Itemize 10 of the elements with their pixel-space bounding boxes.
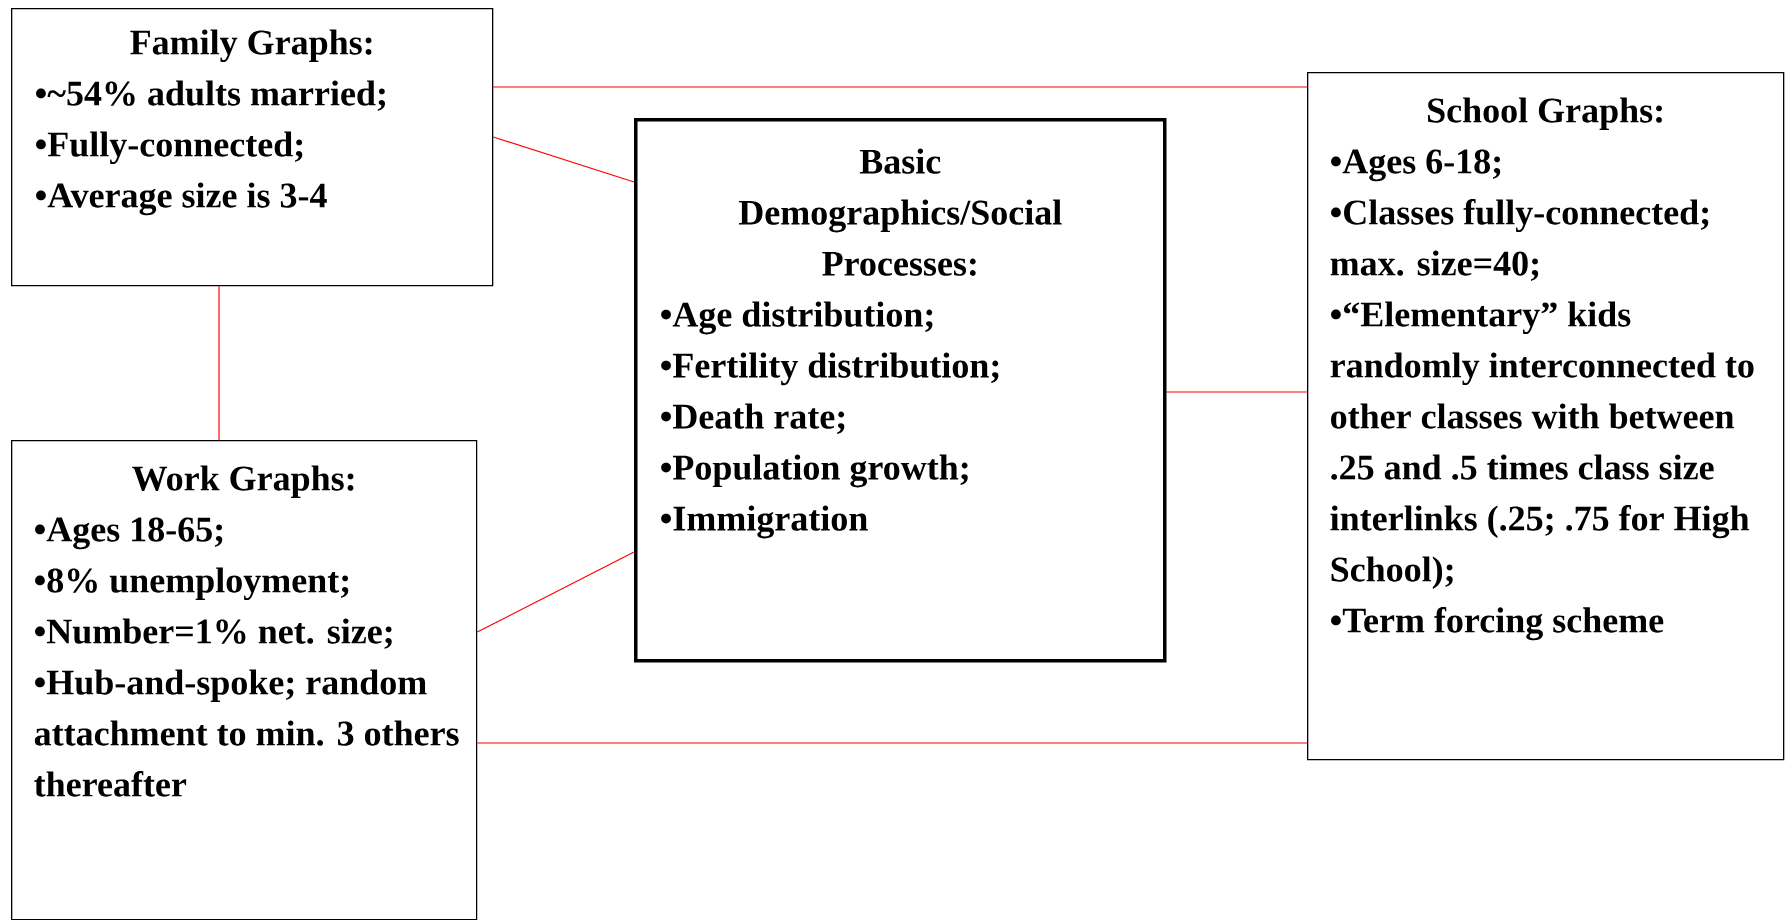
connector-line [476,551,635,633]
text-box: School Graphs: •Ages 6-18; •Classes fully-connected; max. size=40; •“Elementary” kids randomly interconnected to other classes with between .25 and .5 times class size interlinks (.25; .75 for High School); •Term forcing scheme [1307,72,1785,761]
text-box: Basic Demographics/Social Processes: •Age distribution; •Fertility distribution; •Death rate; •Population growth; •Immigration [634,118,1167,663]
connector-line [492,136,635,183]
connector-line [218,285,220,441]
connector-line [476,742,1308,744]
text-box: Work Graphs: •Ages 18-65; •8% unemployment; •Number=1% net. size; •Hub-and-spoke; random attachment to min. 3 others thereafter [11,440,478,920]
connector-line [1165,391,1308,393]
text-box: Family Graphs: •~54% adults married; •Fully-connected; •Average size is 3-4 [11,8,494,287]
connector-line [492,86,1308,88]
